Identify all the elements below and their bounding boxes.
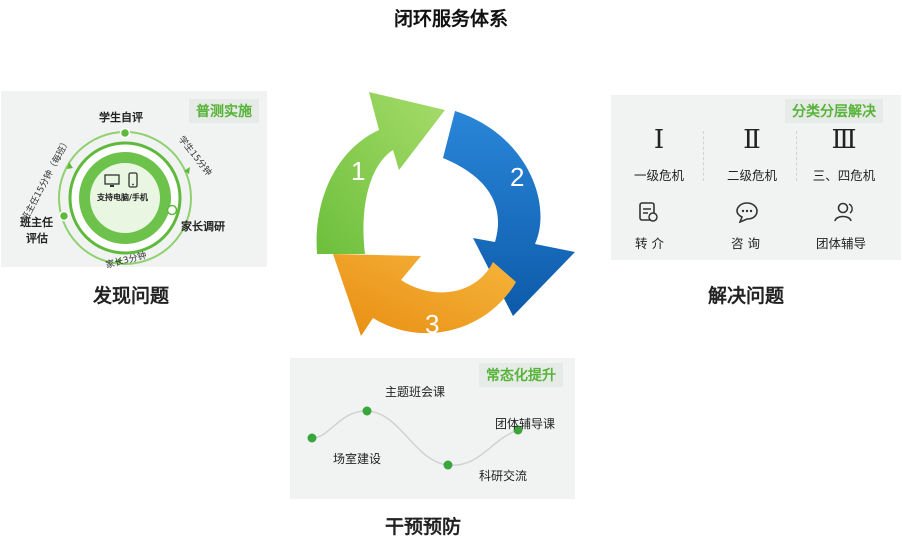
node-dot-parent (166, 204, 178, 216)
level-2: Ⅱ 二级危机 (704, 125, 800, 184)
level-3-symbol: Ⅲ (831, 125, 857, 155)
point-research-label: 科研交流 (479, 469, 528, 483)
discover-caption: 发现问题 (93, 285, 170, 307)
solve-tag: 分类分层解决 (785, 99, 883, 123)
phone-icon (128, 172, 138, 192)
level-2-label: 二级危机 (726, 168, 777, 183)
level-1-label: 一级危机 (633, 168, 684, 183)
chat-bubble-icon (735, 201, 759, 227)
cycle-arrow-1 (316, 92, 445, 254)
prevent-caption: 干预预防 (385, 516, 462, 538)
node-teacher-2: 评估 (26, 232, 48, 245)
point-group-label: 团体辅导课 (495, 417, 556, 431)
point-site-label: 场室建设 (333, 452, 382, 466)
cycle-step-3: 3 (425, 309, 439, 339)
cycle-arrow-3 (333, 254, 516, 336)
level-3-label: 三、四危机 (812, 168, 876, 183)
node-parent: 家长调研 (181, 220, 225, 233)
prevent-panel: 常态化提升 场室建设 主题班会课 科研交流 团体辅导课 (290, 358, 575, 499)
action-referral-label: 转 介 (635, 236, 664, 251)
prevent-tag: 常态化提升 (479, 363, 563, 387)
page-title: 闭环服务体系 (393, 8, 508, 30)
point-research (443, 460, 453, 470)
level-2-symbol: Ⅱ (743, 125, 761, 155)
level-3: Ⅲ 三、四危机 (796, 125, 892, 184)
cycle-step-2: 2 (510, 162, 524, 192)
point-group (513, 425, 523, 435)
point-site (307, 433, 317, 443)
point-theme (362, 406, 372, 416)
computer-icon (104, 173, 120, 192)
discover-panel: 普测实施 支持电脑/手机 学生自评 家长调研 班主任 评估 学生15分钟 家长3… (1, 91, 267, 271)
cycle-arrow-2 (443, 111, 575, 316)
point-theme-label: 主题班会课 (385, 385, 446, 399)
action-group-label: 团体辅导 (816, 236, 867, 251)
action-consult-label: 咨 询 (731, 236, 760, 251)
level-1: Ⅰ 一级危机 (611, 125, 707, 184)
solve-caption: 解决问题 (708, 285, 785, 307)
separator (796, 131, 797, 181)
group-people-icon (832, 201, 856, 227)
node-student: 学生自评 (99, 111, 143, 124)
discover-tag: 普测实施 (189, 99, 259, 123)
referral-doc-icon (637, 201, 659, 227)
cycle-diagram: 1 2 3 (316, 92, 575, 339)
center-label: 支持电脑/手机 (97, 193, 148, 202)
node-dot-student (119, 127, 131, 139)
cycle-step-1: 1 (351, 156, 365, 186)
solve-panel: 分类分层解决 Ⅰ 一级危机 Ⅱ 二级危机 Ⅲ 三、四危机 转 介 咨 询 团体辅… (611, 95, 901, 260)
node-dot-teacher (58, 210, 70, 222)
separator (703, 131, 704, 181)
node-teacher: 班主任 (20, 216, 53, 229)
survey-ring-diagram (58, 127, 192, 265)
level-1-symbol: Ⅰ (653, 125, 665, 155)
prevention-curve (307, 406, 523, 470)
